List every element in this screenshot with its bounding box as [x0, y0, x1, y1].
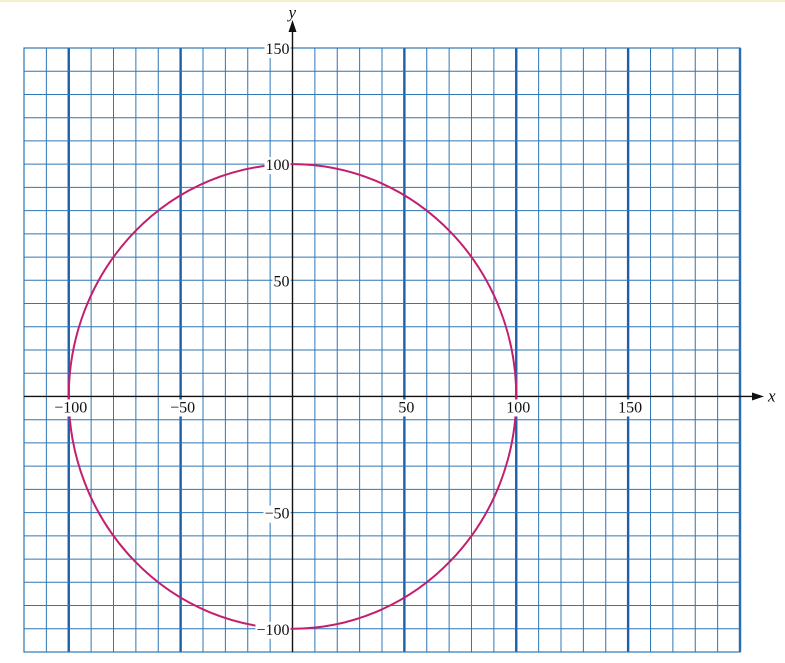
y-tick-label: 150: [266, 41, 290, 58]
grid: [23, 47, 742, 653]
y-axis-label: y: [287, 3, 297, 22]
tick-label-background: [264, 157, 291, 175]
tick-label-background: [263, 505, 291, 523]
curves: [67, 163, 518, 630]
axes: [24, 20, 764, 652]
y-tick-label: 100: [266, 157, 290, 174]
x-tick-label: 50: [398, 399, 414, 416]
x-axis-arrow-icon: [752, 392, 764, 401]
tick-label-background: [272, 273, 291, 291]
x-tick-label: 150: [618, 399, 642, 416]
tick-label-background: [169, 399, 197, 417]
y-tick-label: −100: [256, 622, 289, 639]
x-tick-label: −50: [170, 399, 195, 416]
tick-labels: −100 −50 50 100 150 150 100 50 −50 −100: [53, 41, 644, 639]
x-tick-label: −100: [54, 399, 87, 416]
tick-label-background: [53, 399, 89, 417]
tick-label-background: [617, 399, 644, 417]
circle-curve: [67, 163, 518, 630]
y-tick-label: −50: [264, 506, 289, 523]
tick-label-background: [505, 399, 532, 417]
x-axis-label: x: [767, 386, 776, 405]
y-axis-arrow-icon: [288, 20, 297, 32]
tick-label-background: [255, 621, 291, 639]
tick-label-background: [397, 399, 416, 417]
tick-label-background: [264, 41, 291, 58]
x-tick-label: 100: [506, 399, 530, 416]
y-tick-label: 50: [274, 273, 290, 290]
grid-border: [23, 47, 741, 653]
